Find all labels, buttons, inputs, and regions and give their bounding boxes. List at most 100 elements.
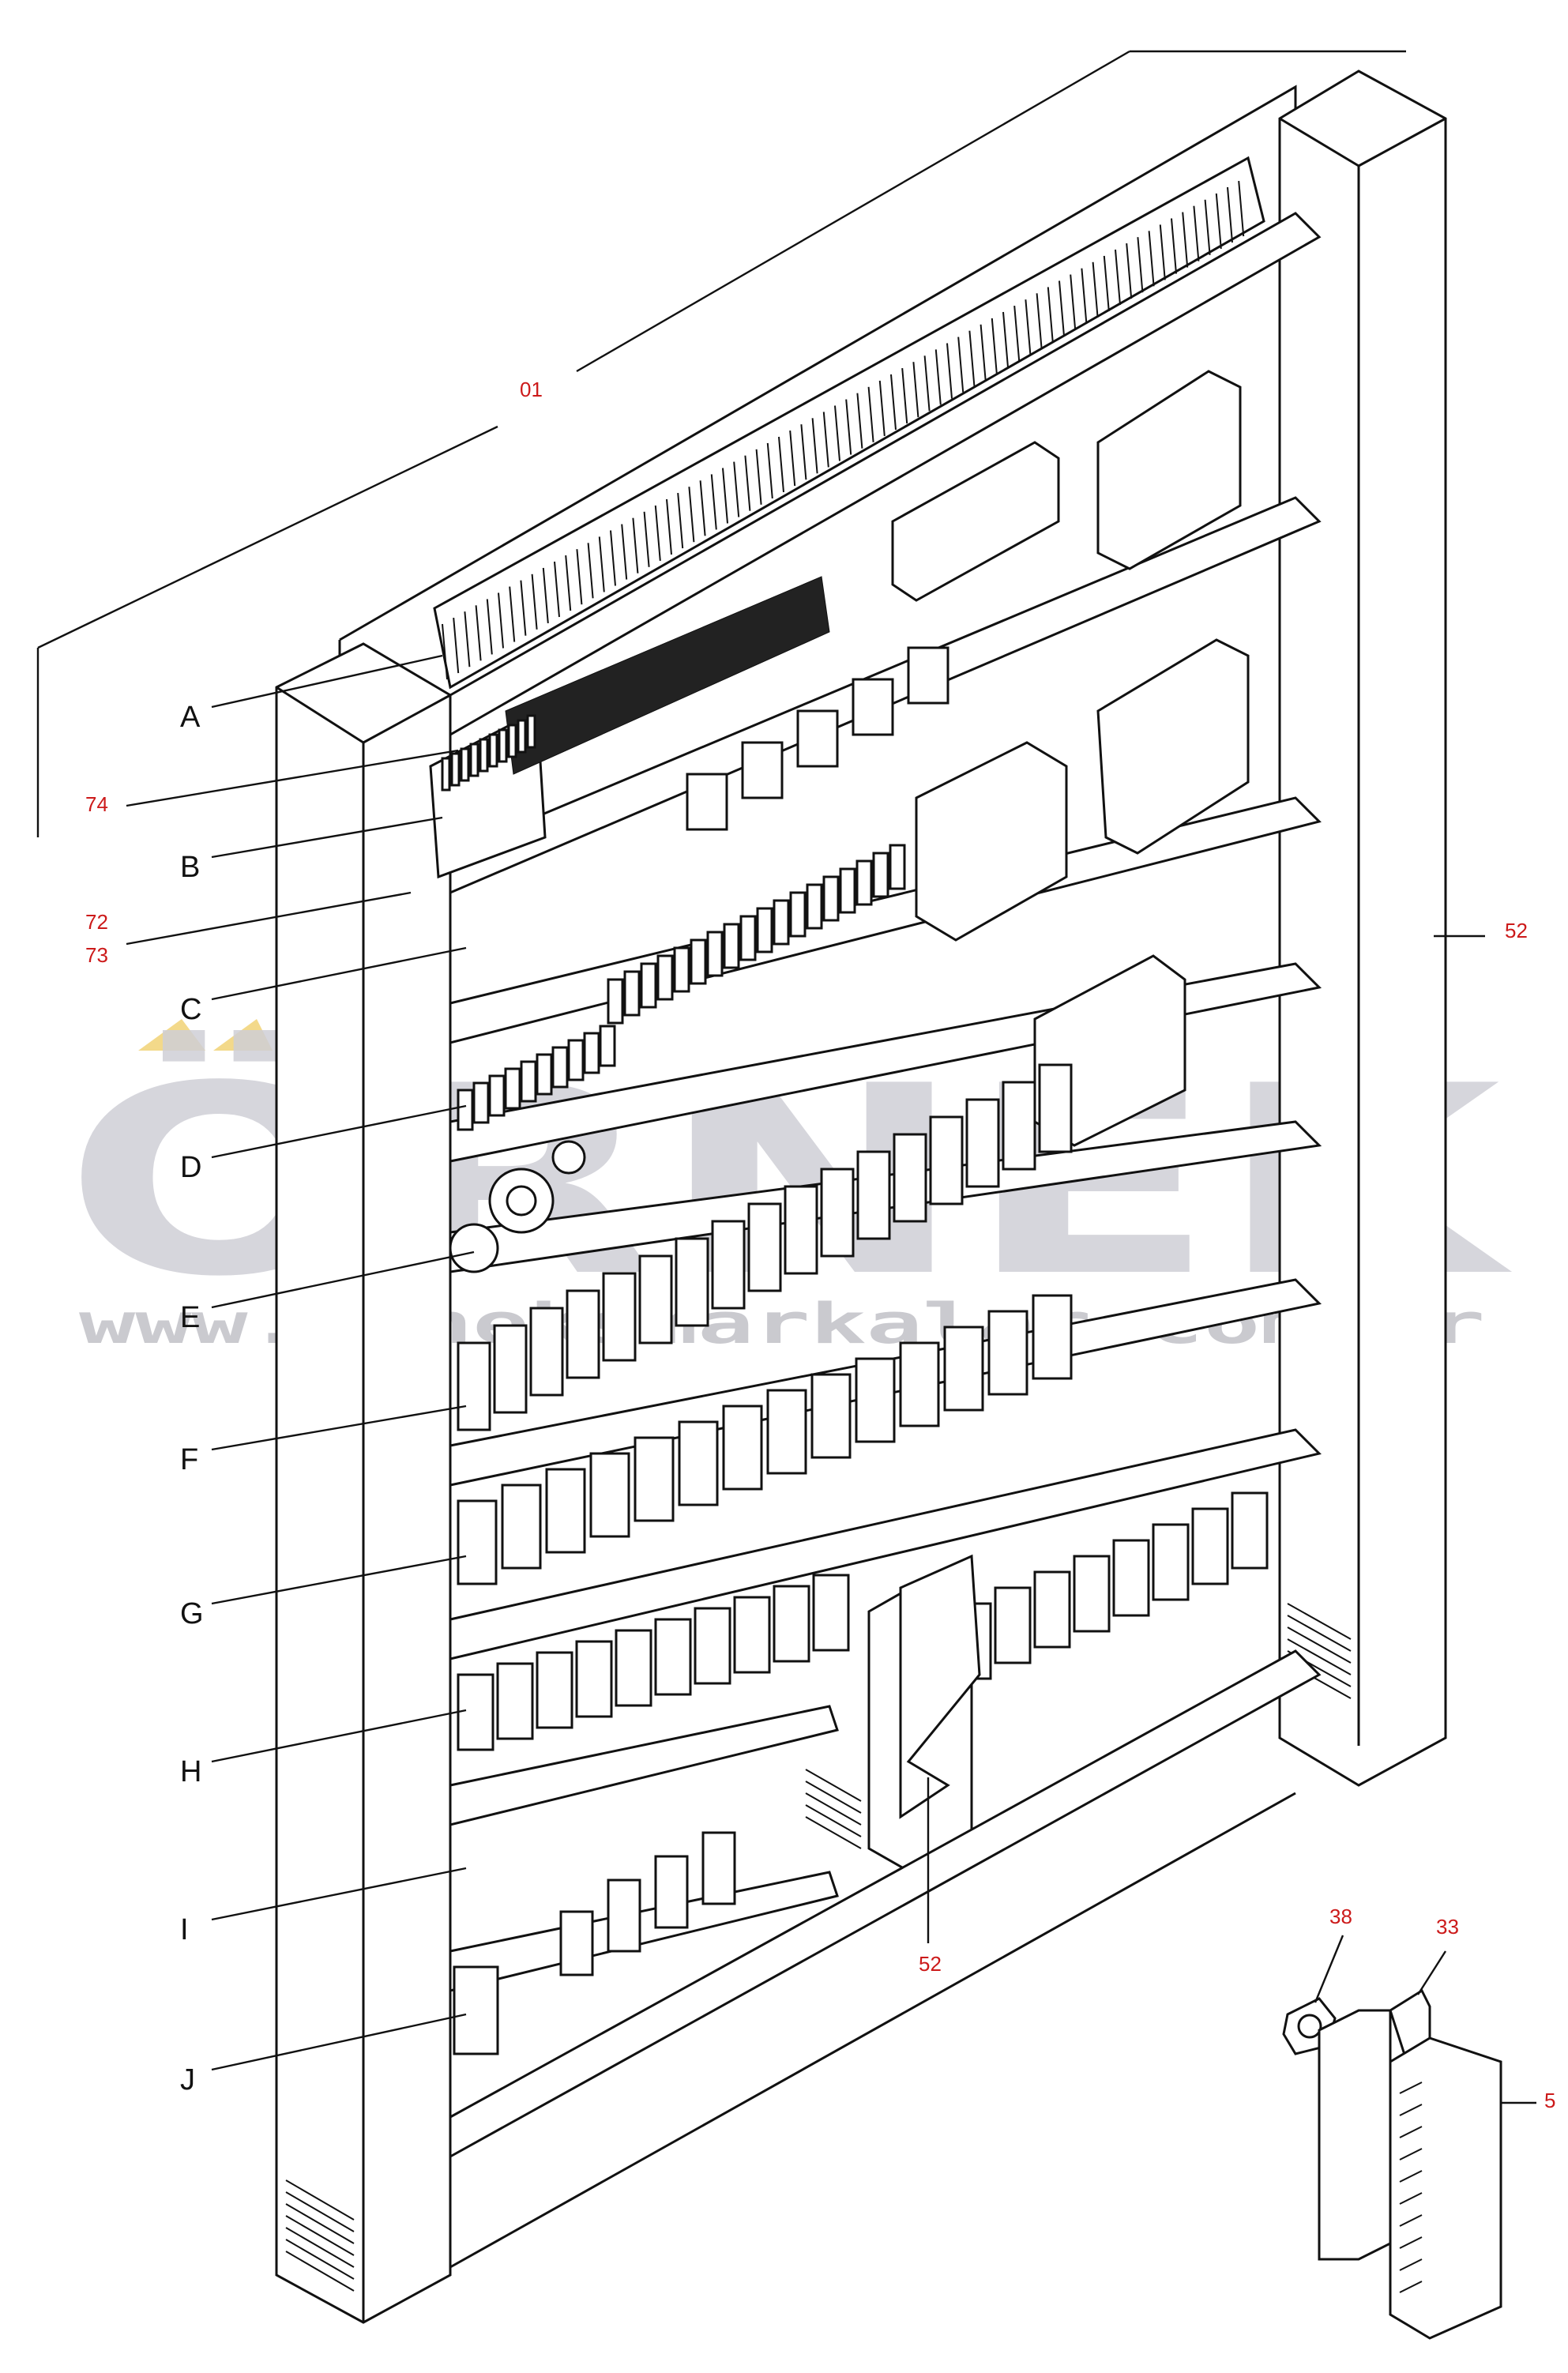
profile-slot: [1399, 2192, 1423, 2205]
right-post-top-edge2: [1358, 117, 1446, 167]
relay-c: [872, 852, 889, 898]
relay-c: [623, 970, 641, 1017]
relay-d: [536, 1053, 553, 1096]
terminal-tooth: [867, 386, 874, 442]
relay-c: [773, 899, 790, 946]
module-f: [711, 1220, 746, 1310]
transformers: [915, 370, 1250, 1147]
section-label-d: D: [180, 1151, 201, 1184]
relay-d: [599, 1025, 616, 1067]
watermark-accent-right: [213, 1019, 273, 1051]
transformer-2: [1096, 638, 1250, 855]
cabinet-frame: [275, 70, 1447, 2324]
module-h: [615, 1629, 652, 1707]
contactor-5: [907, 646, 949, 705]
relay-d: [504, 1067, 521, 1110]
section-label-h: H: [180, 1755, 201, 1788]
terminal-b-slot: [488, 733, 498, 768]
terminal-tooth: [744, 455, 751, 511]
terminal-tooth: [1171, 218, 1177, 274]
module-h: [536, 1651, 573, 1729]
module-h-right: [1191, 1507, 1229, 1585]
relay-d: [472, 1081, 490, 1124]
module-f: [856, 1150, 891, 1240]
relay-c: [673, 946, 690, 993]
terminal-tooth: [1013, 306, 1021, 362]
part-number-73: 73: [85, 943, 108, 967]
terminal-tooth: [610, 530, 616, 586]
terminal-tooth: [968, 330, 976, 386]
profile-slot: [1399, 2258, 1423, 2271]
module-h: [812, 1574, 850, 1652]
terminal-tooth: [834, 405, 840, 461]
terminal-tooth: [643, 511, 650, 567]
modules-f: [457, 1063, 1073, 1431]
terminal-tooth: [475, 605, 482, 661]
profile-slot: [1399, 2104, 1423, 2116]
terminal-strip-a: [433, 156, 1265, 690]
left-post-top-edge2: [363, 694, 451, 744]
leader-c: [211, 946, 467, 1001]
leader-g: [211, 1555, 467, 1605]
terminal-tooth: [576, 549, 583, 605]
relay-group-top: [686, 441, 1060, 831]
module-h-right: [1152, 1523, 1190, 1601]
terminal-tooth: [957, 337, 964, 393]
part-number-38: 38: [1329, 1905, 1352, 1928]
part-number-33: 33: [1436, 1915, 1459, 1939]
contactor-1: [686, 773, 728, 831]
relay-d: [457, 1089, 474, 1131]
terminal-tooth: [710, 474, 717, 530]
relay-c: [640, 962, 657, 1009]
module-h: [694, 1607, 731, 1685]
inset-profiles: [1282, 1988, 1502, 2340]
bolt-block-2: [654, 1855, 689, 1929]
module-f: [820, 1168, 855, 1258]
terminal-tooth: [980, 324, 987, 380]
relay-c: [789, 891, 807, 938]
module-f: [566, 1289, 600, 1379]
terminal-tooth: [1070, 274, 1077, 330]
module-g: [501, 1484, 542, 1570]
part-number-52-bottom: 52: [919, 1952, 942, 1976]
relay-c: [889, 844, 906, 890]
terminal-tooth: [1137, 237, 1144, 293]
relays-c-d: [457, 844, 906, 1131]
terminal-tooth: [901, 368, 908, 424]
terminal-tooth: [1002, 311, 1009, 368]
relay-d: [551, 1046, 569, 1089]
module-f: [747, 1202, 782, 1292]
relay-c: [656, 954, 674, 1001]
bolt-block-4: [559, 1910, 594, 1976]
terminal-tooth: [878, 380, 886, 436]
terminal-tooth: [1058, 280, 1065, 337]
terminal-tooth: [464, 611, 471, 668]
terminal-tooth: [666, 498, 672, 555]
terminal-tooth: [1036, 293, 1043, 349]
profile-5: [1389, 2036, 1502, 2340]
module-g: [855, 1357, 896, 1443]
leader-lines: [36, 50, 1536, 2104]
module-h-right: [994, 1586, 1032, 1664]
leader-a: [211, 654, 443, 709]
terminal-b-slot: [526, 714, 536, 749]
module-f: [493, 1324, 528, 1414]
part-number-01: 01: [520, 378, 543, 401]
section-label-g: G: [180, 1597, 204, 1630]
right-post-top-edge: [1279, 117, 1359, 167]
terminal-tooth: [800, 424, 807, 480]
part-number-52-right: 52: [1505, 919, 1528, 942]
contactor-4: [852, 678, 894, 736]
module-g: [899, 1341, 940, 1427]
leader-74: [126, 749, 459, 807]
part-numbers: 01 74 72 73 52 52 38 33 5: [85, 378, 1555, 2112]
module-f: [1002, 1081, 1036, 1171]
terminal-tooth: [923, 355, 931, 412]
terminal-tooth: [1081, 268, 1088, 324]
potentiometer-2: [449, 1223, 499, 1273]
terminal-tooth: [755, 449, 762, 505]
transformer-3: [915, 741, 1068, 942]
module-g: [987, 1310, 1028, 1396]
profile-slot: [1399, 2214, 1423, 2227]
